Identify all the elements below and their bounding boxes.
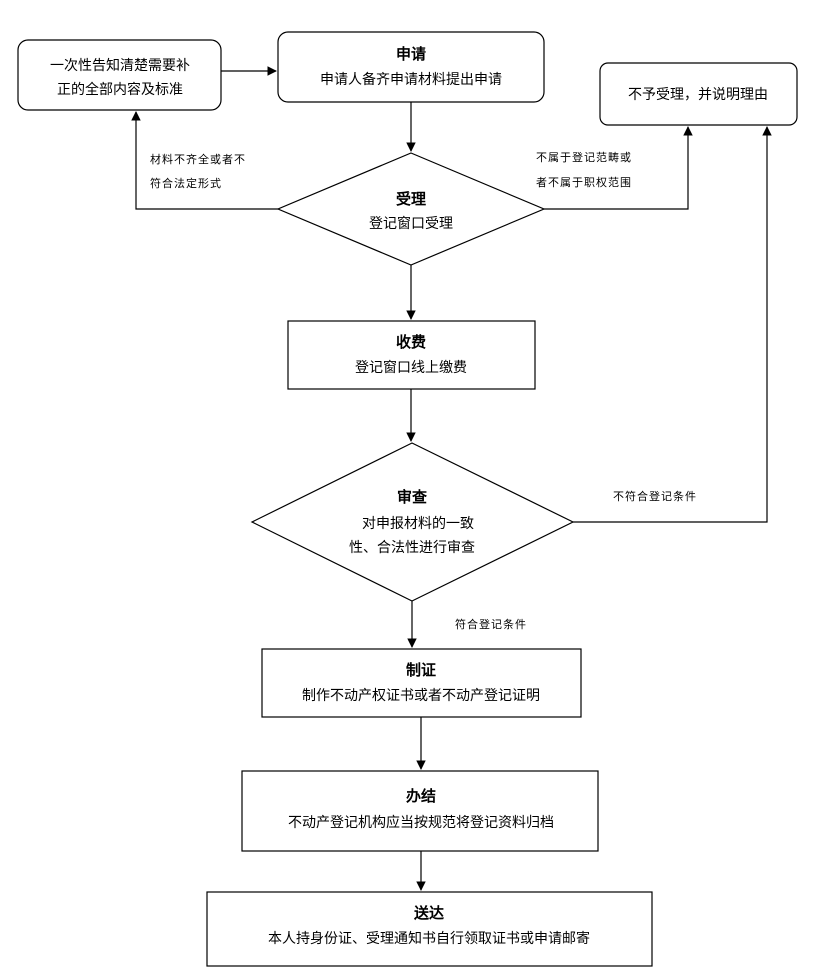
deliver-box bbox=[206, 891, 653, 967]
review-title: 审查 bbox=[397, 488, 428, 506]
notify-box bbox=[17, 39, 222, 111]
edge-label-out-of-scope-2: 者不属于职权范围 bbox=[536, 175, 632, 189]
review-line-2: 性、合法性进行审查 bbox=[349, 540, 475, 556]
edge-label-out-of-scope-1: 不属于登记范畴或 bbox=[536, 150, 632, 164]
arrow-accept-to-notify bbox=[131, 111, 278, 210]
fee-title: 收费 bbox=[396, 333, 426, 351]
certify-box bbox=[261, 648, 582, 718]
apply-title: 申请 bbox=[396, 45, 426, 63]
accept-diamond bbox=[276, 152, 546, 266]
apply-text: 申请人备齐申请材料提出申请 bbox=[320, 71, 502, 88]
edge-label-meet: 符合登记条件 bbox=[455, 617, 527, 631]
edge-label-incomplete-1: 材料不齐全或者不 bbox=[150, 152, 246, 166]
reject-box bbox=[599, 62, 798, 126]
review-line-1: 对申报材料的一致 bbox=[362, 516, 474, 532]
certify-title: 制证 bbox=[406, 661, 436, 679]
certify-text: 制作不动产权证书或者不动产登记证明 bbox=[302, 688, 540, 704]
fee-box bbox=[287, 320, 536, 390]
complete-text: 不动产登记机构应当按规范将登记资料归档 bbox=[288, 814, 554, 831]
complete-box bbox=[241, 770, 599, 852]
arrow-review-to-reject bbox=[573, 126, 772, 523]
edge-label-not-meet: 不符合登记条件 bbox=[613, 489, 697, 503]
deliver-text: 本人持身份证、受理通知书自行领取证书或申请邮寄 bbox=[268, 930, 590, 947]
complete-title: 办结 bbox=[406, 787, 436, 805]
accept-title: 受理 bbox=[396, 190, 426, 208]
deliver-title: 送达 bbox=[413, 904, 444, 922]
notify-line-1: 一次性告知清楚需要补 bbox=[50, 57, 190, 74]
notify-line-2: 正的全部内容及标准 bbox=[57, 81, 183, 98]
arrow-accept-to-reject bbox=[544, 126, 693, 210]
reject-text: 不予受理，并说明理由 bbox=[628, 87, 768, 103]
edge-label-incomplete-2: 符合法定形式 bbox=[150, 176, 222, 190]
apply-box bbox=[277, 31, 545, 103]
accept-text: 登记窗口受理 bbox=[369, 215, 453, 232]
fee-text: 登记窗口线上缴费 bbox=[355, 359, 467, 376]
